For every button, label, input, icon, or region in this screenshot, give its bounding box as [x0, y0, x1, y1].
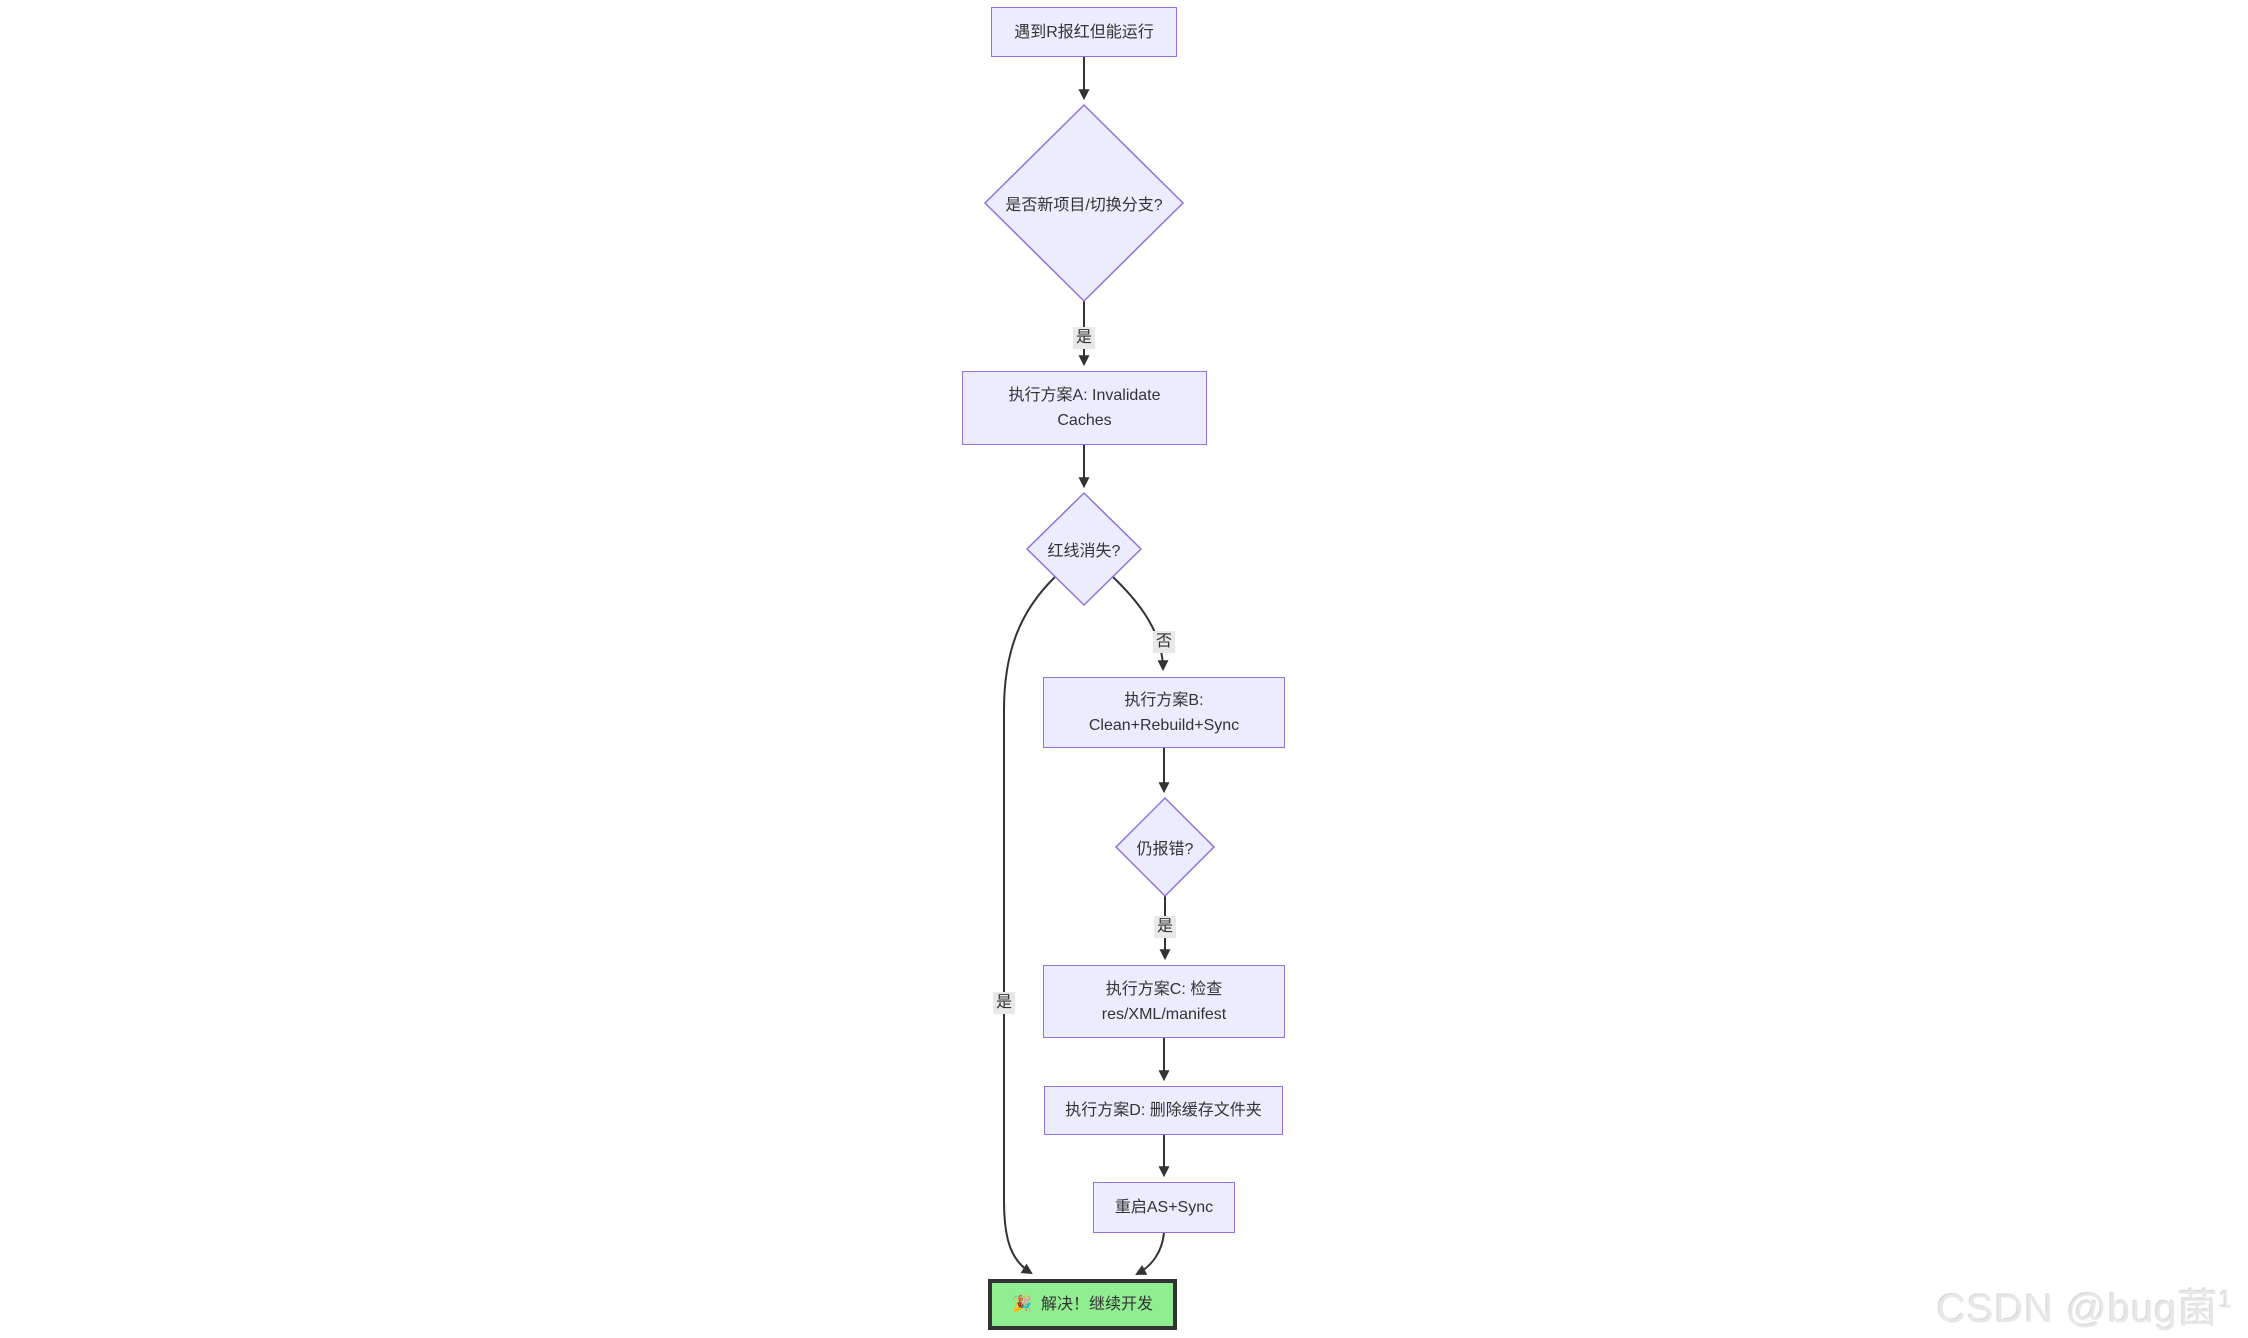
node-start: 遇到R报红但能运行 [991, 7, 1177, 57]
decision-still-error-shape [1114, 796, 1216, 898]
node-solved: 🎉 解决！继续开发 [988, 1279, 1177, 1330]
edge-label-yes-1: 是 [1072, 327, 1096, 349]
decision-new-project-label: 是否新项目/切换分支? [1005, 197, 1163, 214]
edge-restart-to-done [1135, 1232, 1165, 1276]
decision-still-error-label: 仍报错? [1136, 841, 1194, 858]
csdn-watermark-text: CSDN @bug菌 [1936, 1287, 2219, 1331]
node-plan-c: 执行方案C: 检查 res/XML/manifest [1043, 965, 1285, 1038]
node-plan-b: 执行方案B: Clean+Rebuild+Sync [1043, 677, 1285, 748]
decision-redline-gone-shape [1025, 491, 1143, 607]
csdn-watermark: CSDN @bug菌1 [1937, 1276, 2233, 1334]
csdn-watermark-superscript: 1 [2218, 1286, 2233, 1314]
edge-label-yes-2: 是 [1153, 916, 1177, 938]
node-restart-sync: 重启AS+Sync [1093, 1182, 1235, 1233]
node-solved-label: 解决！继续开发 [1040, 1296, 1153, 1313]
edge-decision2-yes-to-done [1003, 576, 1056, 1275]
decision-redline-gone-label: 红线消失? [1047, 543, 1121, 560]
party-popper-icon: 🎉 [1012, 1296, 1032, 1313]
node-plan-a: 执行方案A: Invalidate Caches [962, 371, 1207, 445]
node-plan-d: 执行方案D: 删除缓存文件夹 [1044, 1086, 1283, 1135]
edge-decision2-no-to-plan-b [1112, 576, 1169, 672]
decision-new-project-shape [983, 103, 1185, 303]
edge-label-yes-3: 是 [992, 992, 1016, 1014]
edge-label-no-1: 否 [1152, 631, 1176, 653]
